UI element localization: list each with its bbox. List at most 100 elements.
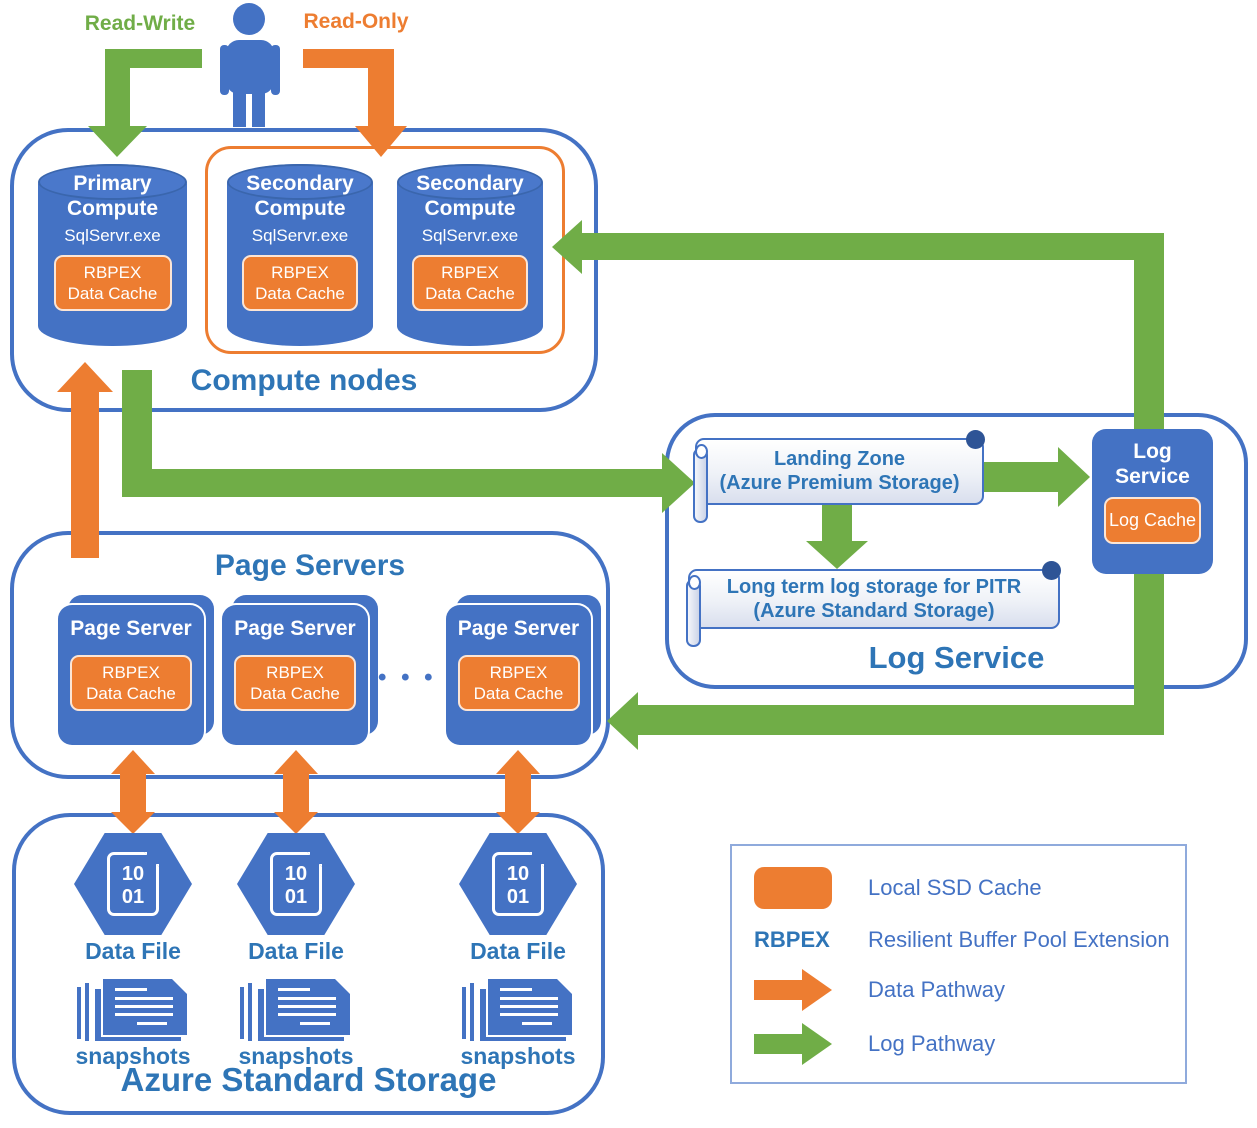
front-page <box>103 979 187 1035</box>
text-line <box>500 1013 558 1016</box>
legend-label: Resilient Buffer Pool Extension <box>868 927 1170 952</box>
rbpex-data-cache: RBPEX Data Cache <box>234 655 356 711</box>
text-line <box>522 1022 552 1025</box>
local-ssd-cache-swatch <box>754 867 832 909</box>
scroll-pin <box>966 430 985 449</box>
snapshots-label: snapshots <box>460 1043 576 1069</box>
node-name: Compute <box>67 197 158 220</box>
snapshots-icon <box>462 975 574 1047</box>
cache-line: Data Cache <box>67 284 158 303</box>
page-edge <box>77 987 81 1039</box>
read-only-label: Read-Only <box>303 10 409 33</box>
cache-line: Data Cache <box>425 284 515 303</box>
front-page <box>488 979 572 1035</box>
page-edge <box>462 987 466 1039</box>
doc-digits: 01 <box>506 886 530 908</box>
rbpex-data-cache: RBPEX Data Cache <box>457 655 580 711</box>
longterm-log-storage-scroll: Long term log storage for PITR (Azure St… <box>686 561 1061 647</box>
page-server-card-2: Page Server RBPEX Data Cache <box>222 605 368 745</box>
data-file-label: Data File <box>85 938 181 964</box>
cache-line: Data Cache <box>473 684 564 703</box>
page-dogear <box>172 979 187 994</box>
text-line <box>500 988 532 991</box>
log-service-title: Log Service <box>868 640 1045 675</box>
legend-row-local-ssd-cache: Local SSD Cache <box>754 866 1042 910</box>
text-line <box>278 1005 336 1008</box>
legend-row-log-pathway: Log Pathway <box>754 1018 995 1070</box>
binary-doc-icon: 10 01 <box>492 852 544 916</box>
log-service-node-name: Service <box>1115 465 1190 488</box>
page-server-card-1: Page Server RBPEX Data Cache <box>58 605 204 745</box>
rbpex-data-cache: RBPEX Data Cache <box>53 255 172 311</box>
doc-digits: 10 <box>121 863 145 885</box>
text-line <box>115 1005 173 1008</box>
secondary-compute-node-1: Secondary Compute SqlServr.exe RBPEX Dat… <box>227 164 373 346</box>
snapshots-label: snapshots <box>238 1043 354 1069</box>
page-dogear <box>557 979 572 994</box>
text-line <box>115 988 147 991</box>
data-pathway-arrow-icon <box>754 969 832 1011</box>
longterm-log-storage-label: Long term log storage for PITR <box>726 576 1022 598</box>
node-name: Primary <box>73 172 152 195</box>
log-service-node: Log Service Log Cache <box>1092 429 1213 574</box>
scroll-curl-eye <box>695 444 708 459</box>
data-file-label: Data File <box>248 938 344 964</box>
primary-compute-node: Primary Compute SqlServr.exe RBPEX Data … <box>38 164 187 346</box>
doc-digits: 10 <box>506 863 530 885</box>
cache-line: RBPEX <box>489 663 548 682</box>
text-line <box>115 997 173 1000</box>
doc-digits: 01 <box>284 886 308 908</box>
text-line <box>300 1022 330 1025</box>
text-line <box>500 1005 558 1008</box>
cache-line: RBPEX <box>266 663 324 682</box>
read-write-label: Read-Write <box>84 12 196 35</box>
landing-zone-sublabel: (Azure Premium Storage) <box>719 472 960 494</box>
page-dogear <box>335 979 350 994</box>
log-pathway-arrow-icon <box>754 1023 832 1065</box>
scroll-curl <box>693 448 708 523</box>
legend-box: Local SSD Cache RBPEX Resilient Buffer P… <box>730 844 1187 1084</box>
rbpex-data-cache: RBPEX Data Cache <box>242 255 358 311</box>
page-edge <box>470 983 474 1041</box>
node-process: SqlServr.exe <box>64 226 161 245</box>
azure-standard-storage-title: Azure Standard Storage <box>120 1061 497 1098</box>
page-server-name: Page Server <box>457 617 580 640</box>
legend-row-rbpex: RBPEX Resilient Buffer Pool Extension <box>754 922 1170 958</box>
page-edge <box>248 983 252 1041</box>
rbpex-data-cache: RBPEX Data Cache <box>412 255 528 311</box>
page-edge <box>240 987 244 1039</box>
text-line <box>500 997 558 1000</box>
data-file-label: Data File <box>470 938 566 964</box>
text-line <box>137 1022 167 1025</box>
cache-line: Data Cache <box>86 684 176 703</box>
legend-label: Local SSD Cache <box>868 875 1042 900</box>
cache-line: RBPEX <box>83 263 142 282</box>
legend-label: Data Pathway <box>868 977 1005 1002</box>
text-line <box>278 1013 336 1016</box>
scroll-curl-eye <box>688 575 701 590</box>
binary-doc-icon: 10 01 <box>107 852 159 916</box>
node-name: Secondary <box>416 172 524 195</box>
node-name: Compute <box>424 197 516 220</box>
page-server-name: Page Server <box>70 617 192 640</box>
snapshots-icon <box>240 975 352 1047</box>
page-edge <box>85 983 89 1041</box>
log-arrow-logservice-to-compute <box>552 220 1164 429</box>
rbpex-data-cache: RBPEX Data Cache <box>70 655 192 711</box>
page-servers-title: Page Servers <box>214 549 406 582</box>
page-servers-ellipsis: • • • <box>378 664 437 691</box>
cache-line: RBPEX <box>271 263 329 282</box>
secondary-compute-node-2: Secondary Compute SqlServr.exe RBPEX Dat… <box>397 164 543 346</box>
user-icon <box>220 3 280 127</box>
doc-digits: 10 <box>284 863 308 885</box>
longterm-log-storage-sublabel: (Azure Standard Storage) <box>753 600 995 622</box>
snapshots-icon <box>77 975 189 1047</box>
text-line <box>278 988 310 991</box>
legend-row-data-pathway: Data Pathway <box>754 964 1005 1016</box>
node-process: SqlServr.exe <box>251 226 349 245</box>
scroll-pin <box>1042 561 1061 580</box>
front-page <box>266 979 350 1035</box>
doc-digits: 01 <box>121 886 145 908</box>
cache-line: Data Cache <box>255 284 345 303</box>
